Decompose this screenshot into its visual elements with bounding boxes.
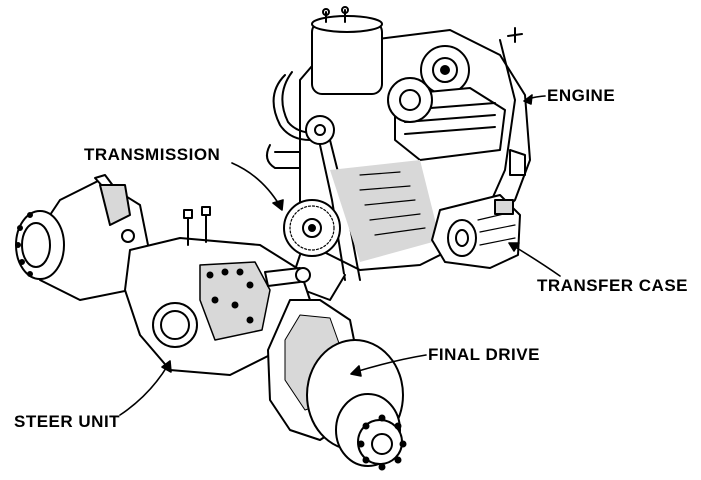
left-final-drive-drawing [15, 174, 151, 301]
leader-lines [119, 94, 561, 416]
engine-label: ENGINE [547, 86, 616, 105]
steer-unit-drawing [124, 206, 311, 376]
final-drive-label: FINAL DRIVE [428, 345, 540, 364]
transfer-case-drawing [431, 194, 521, 269]
engine-drawing [265, 6, 531, 281]
transmission-label: TRANSMISSION [84, 145, 221, 164]
transfer-case-label: TRANSFER CASE [537, 276, 689, 295]
steer-unit-label: STEER UNIT [14, 412, 121, 431]
right-final-drive-drawing [267, 299, 407, 471]
